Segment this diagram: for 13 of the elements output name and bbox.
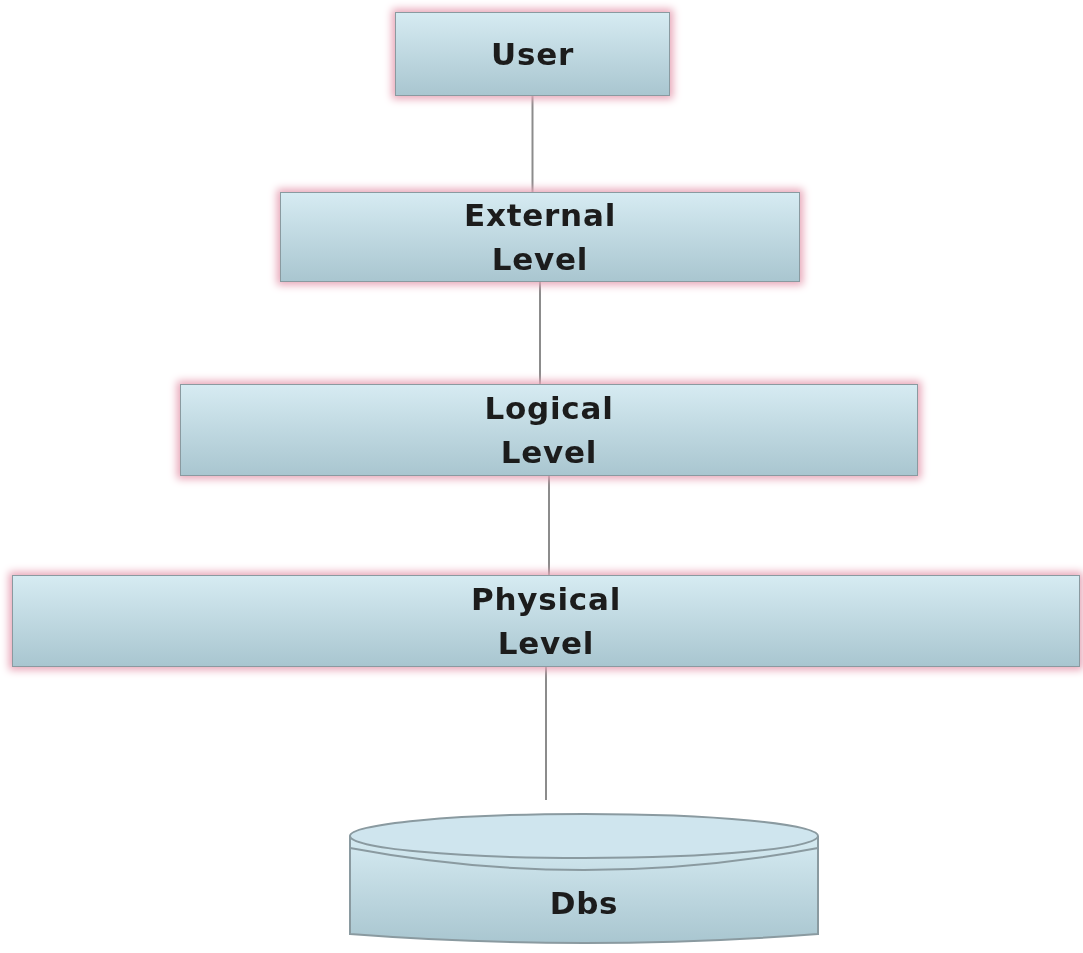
level-label: Physical Level <box>470 580 622 663</box>
level-label: Logical Level <box>484 389 614 472</box>
connector-line <box>531 95 534 193</box>
level-label: User <box>490 35 574 74</box>
connector-line <box>548 475 550 576</box>
connector-line <box>539 281 541 385</box>
level-box <box>395 12 670 96</box>
level-label: External Level <box>463 196 617 279</box>
level-label: Dbs <box>549 884 619 923</box>
level-box <box>280 192 800 282</box>
level-box <box>180 384 918 476</box>
level-box <box>12 575 1080 667</box>
connector-line <box>545 666 547 801</box>
